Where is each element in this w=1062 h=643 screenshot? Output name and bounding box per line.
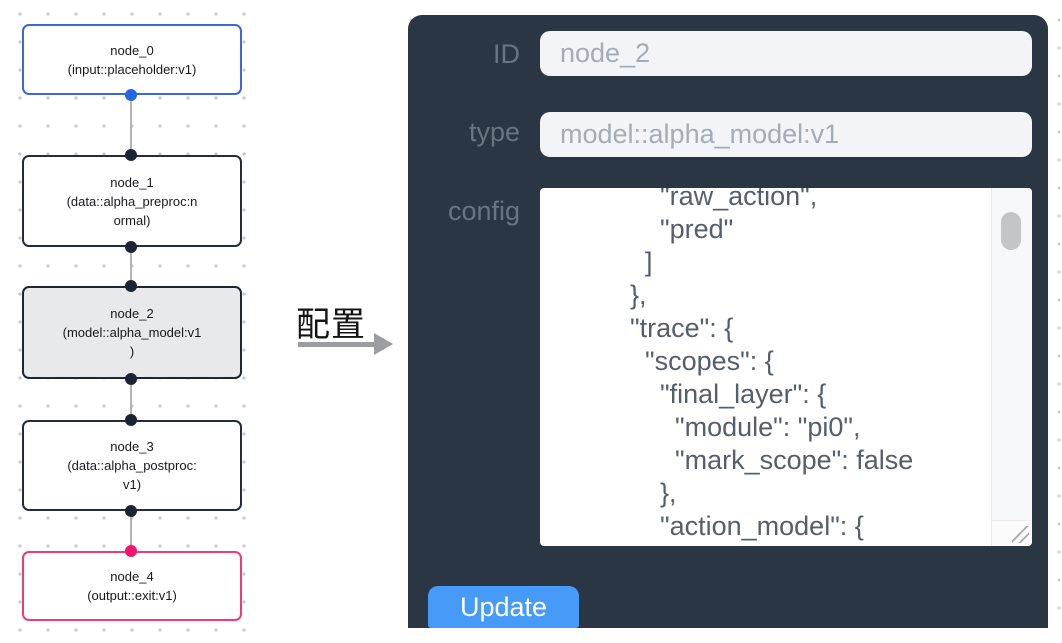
node-label: node_0 (input::placeholder:v1)	[67, 42, 197, 77]
config-label: config	[447, 196, 520, 226]
port-node1-in[interactable]	[125, 149, 137, 161]
flow-node-node_0[interactable]: node_0 (input::placeholder:v1)	[22, 24, 242, 95]
port-node3-out[interactable]	[125, 505, 137, 517]
port-node1-out[interactable]	[125, 241, 137, 253]
port-node2-out[interactable]	[125, 373, 137, 385]
node-label: node_2 (model::alpha_model:v1 )	[62, 306, 202, 359]
edge-node0-node1	[130, 95, 132, 155]
flow-node-node_2[interactable]: node_2 (model::alpha_model:v1 )	[22, 286, 242, 379]
node-label: node_4 (output::exit:v1)	[87, 569, 177, 603]
edge-node1-node2	[130, 247, 132, 286]
port-node4-in[interactable]	[125, 545, 137, 557]
node-config-panel: ID type config "raw_action", "pred" ] },…	[408, 15, 1048, 628]
flow-node-node_4[interactable]: node_4 (output::exit:v1)	[22, 551, 242, 621]
arrow-right-icon	[298, 342, 376, 347]
flow-node-node_3[interactable]: node_3 (data::alpha_postproc: v1)	[22, 420, 242, 511]
type-label: type	[468, 117, 520, 147]
id-label: ID	[493, 39, 520, 69]
update-button[interactable]: Update	[428, 586, 579, 628]
edge-node2-node3	[130, 379, 132, 420]
port-node2-in[interactable]	[125, 280, 137, 292]
resize-grip-icon[interactable]	[1012, 526, 1029, 543]
vertical-scrollbar[interactable]	[991, 188, 1032, 521]
scrollbar-thumb[interactable]	[1001, 212, 1021, 250]
type-input[interactable]	[540, 112, 1032, 157]
config-json-text: "raw_action", "pred" ] }, "trace": { "sc…	[630, 188, 914, 541]
arrow-right-head-icon	[374, 333, 393, 355]
configure-annotation-label: 配置	[296, 306, 366, 344]
config-textarea[interactable]: "raw_action", "pred" ] }, "trace": { "sc…	[540, 188, 1032, 546]
node-label: node_1 (data::alpha_preproc:n ormal)	[66, 174, 198, 228]
node-label: node_3 (data::alpha_postproc: v1)	[67, 439, 197, 492]
port-node3-in[interactable]	[125, 414, 137, 426]
edge-node3-node4	[130, 511, 132, 551]
id-input[interactable]	[540, 31, 1032, 76]
port-node0-out[interactable]	[125, 89, 137, 101]
flow-node-node_1[interactable]: node_1 (data::alpha_preproc:n ormal)	[22, 155, 242, 247]
